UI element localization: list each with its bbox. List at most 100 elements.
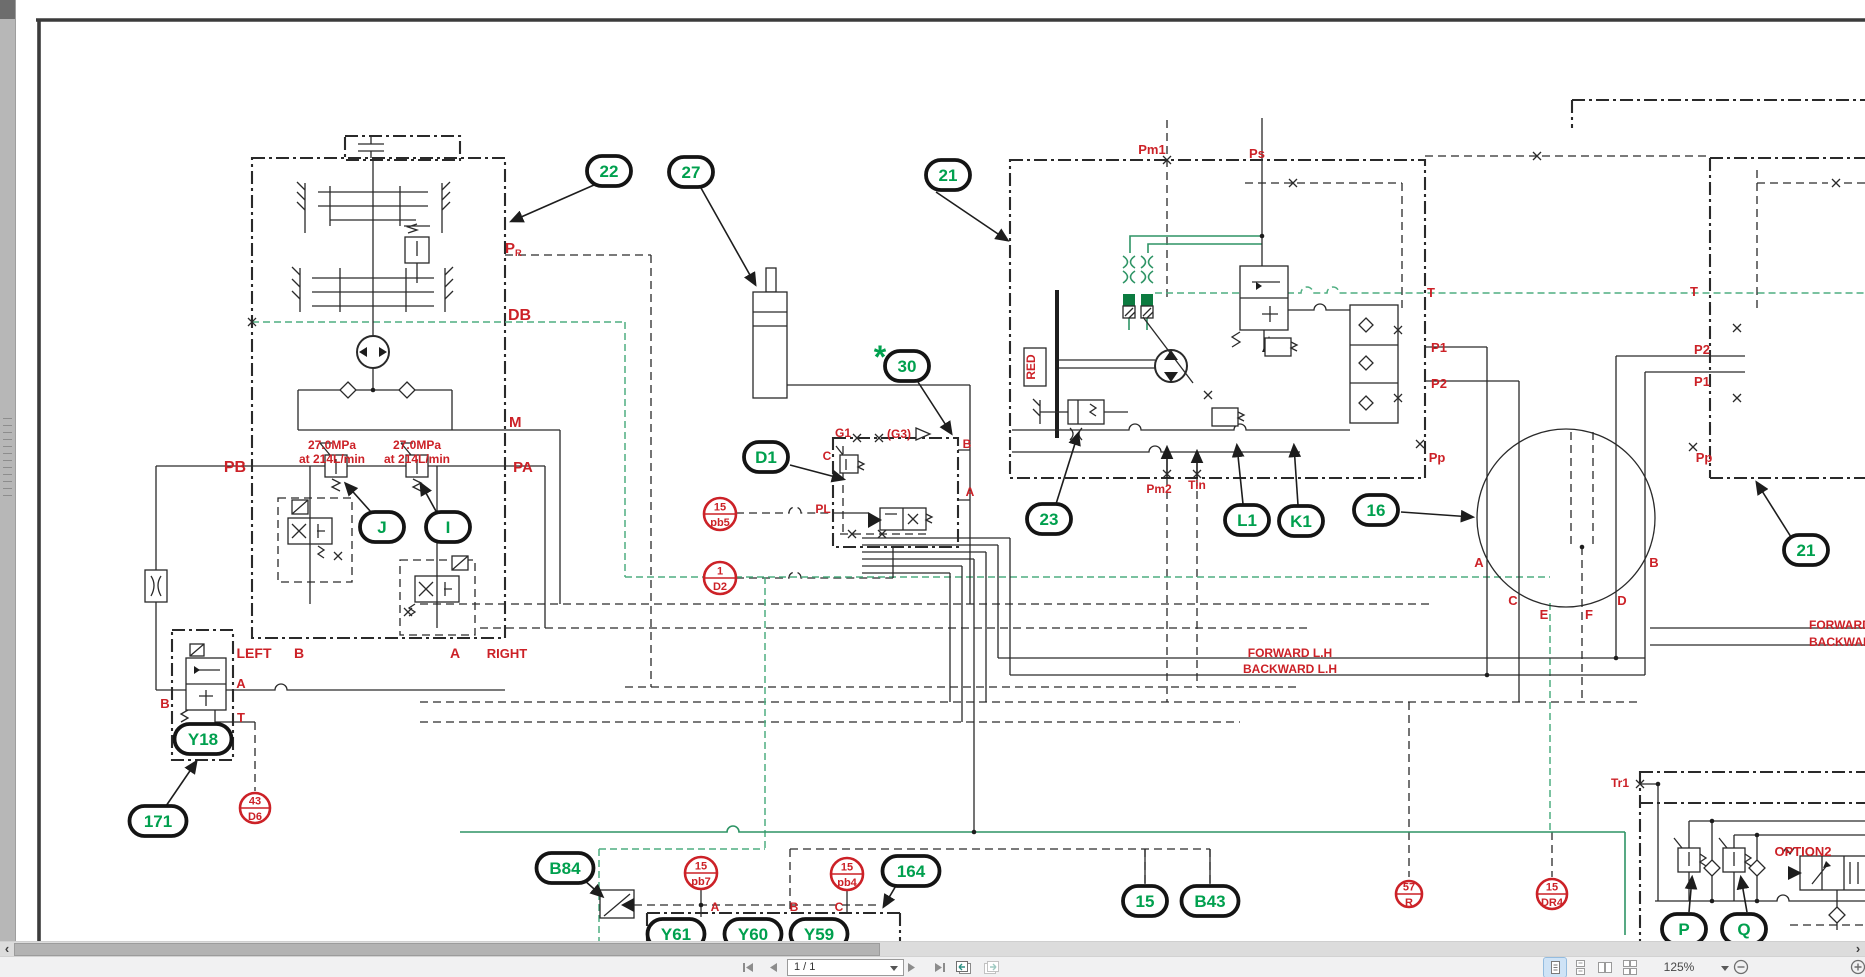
green-lines (252, 235, 1865, 941)
svg-text:23: 23 (1040, 510, 1059, 529)
svg-text:57: 57 (1403, 882, 1415, 894)
schematic-label: 27.0MPa (308, 438, 356, 452)
green-callout-B84: B84 (534, 851, 596, 885)
schematic-label: A (236, 676, 246, 691)
next-page-icon (908, 962, 915, 972)
green-callout-K1: K1 (1277, 504, 1325, 538)
green-callout-22: 22 (585, 154, 633, 188)
schematic-label: RIGHT (487, 646, 528, 661)
zoom-in-button[interactable] (1849, 959, 1865, 975)
schematic-label: T (1427, 285, 1435, 300)
svg-text:D6: D6 (248, 811, 262, 823)
schematic-label: RED (1024, 354, 1038, 380)
horizontal-scrollbar-thumb[interactable] (14, 943, 880, 956)
cylinder-symbol (752, 267, 970, 399)
svg-text:L1: L1 (1237, 511, 1257, 530)
pilot-valve-manifold (599, 849, 1211, 919)
schematic-label: Pp (1696, 450, 1713, 465)
schematic-label: A (711, 900, 720, 914)
scroll-right-icon[interactable]: › (1855, 941, 1861, 956)
schematic-label: FORWARD (1809, 618, 1865, 632)
schematic-label: Pp (1429, 450, 1446, 465)
page-number-input[interactable]: 1 / 1 (787, 959, 904, 976)
next-page-button[interactable] (903, 959, 921, 975)
schematic-label: T (1690, 284, 1698, 299)
pilot-lines (254, 120, 1865, 926)
zoom-dropdown-caret-icon[interactable] (1721, 966, 1729, 971)
schematic-label: OPTION2 (1774, 844, 1831, 859)
green-callout-164: 164 (880, 854, 942, 888)
leader-arrows (165, 184, 1792, 913)
schematic-label: at 214L/min (384, 452, 450, 466)
schematic-label: B (790, 900, 799, 914)
green-callout-Q: Q (1720, 912, 1768, 941)
last-page-button[interactable] (928, 959, 950, 975)
solenoid-coil (1123, 294, 1135, 306)
previous-view-button[interactable] (953, 959, 973, 975)
schematic-label: at 214L/min (299, 452, 365, 466)
schematic-label: BACKWARD L.H (1243, 662, 1337, 676)
svg-text:15: 15 (695, 861, 707, 873)
svg-text:B43: B43 (1194, 892, 1225, 911)
first-page-button[interactable] (737, 959, 759, 975)
zoom-out-button[interactable] (1732, 959, 1749, 975)
schematic-label: D (1617, 593, 1626, 608)
continuous-layout-button[interactable] (1569, 958, 1591, 977)
scroll-left-icon[interactable]: ‹ (4, 941, 10, 956)
green-callout-27: 27 (667, 155, 715, 189)
horizontal-scrollbar[interactable]: ‹ › (0, 941, 1865, 957)
previous-view-icon (955, 960, 971, 974)
schematic-label: E (1540, 607, 1549, 622)
facing-layout-button[interactable] (1594, 958, 1616, 977)
green-callout-Y18: Y18 (172, 722, 234, 756)
schematic-label: Tr1 (1611, 776, 1629, 790)
schematic-label: P1 (1431, 340, 1447, 355)
page-border (36, 18, 1865, 941)
schematic-label: A (1474, 555, 1484, 570)
svg-text:pb4: pb4 (837, 877, 857, 889)
schematic-label: A (450, 645, 460, 661)
schematic-label: B (294, 645, 304, 661)
green-callout-23: 23 (1025, 502, 1073, 536)
svg-text:Y61: Y61 (661, 925, 691, 941)
green-callout-21: 21 (1782, 533, 1830, 567)
green-callout-15: 15 (1121, 884, 1169, 918)
svg-text:16: 16 (1367, 501, 1386, 520)
schematic-label: M (509, 414, 522, 431)
facing-layout-icon (1598, 962, 1612, 973)
schematic-label: A (966, 485, 975, 499)
vertical-scrollbar[interactable] (0, 0, 16, 941)
previous-page-button[interactable] (764, 959, 782, 975)
schematic-label: C (823, 449, 832, 463)
panel-splitter-grip[interactable] (3, 418, 12, 498)
schematic-label: P1 (1694, 374, 1710, 389)
page-dropdown-caret-icon[interactable] (890, 966, 898, 971)
zoom-level-label[interactable]: 125% (1663, 960, 1695, 974)
svg-text:pb5: pb5 (710, 517, 730, 529)
facing-continuous-layout-button[interactable] (1619, 958, 1641, 977)
schematic-label: PA (513, 459, 533, 476)
schematic-label: B (1649, 555, 1658, 570)
continuous-layout-icon (1575, 960, 1585, 975)
svg-text:171: 171 (144, 812, 172, 831)
zoom-in-icon (1850, 959, 1865, 975)
vertical-scrollbar-thumb[interactable] (0, 0, 15, 19)
schematic-label: BACKWARD (1809, 635, 1865, 649)
green-callout-16: 16 (1352, 493, 1400, 527)
schematic-label: DB (508, 307, 531, 324)
svg-text:21: 21 (1797, 541, 1816, 560)
junction-dots (370, 233, 1760, 908)
svg-text:Y60: Y60 (738, 925, 768, 941)
previous-page-icon (770, 962, 777, 972)
schematic-label: Pm1 (1138, 142, 1165, 157)
svg-text:D2: D2 (713, 581, 727, 593)
single-page-layout-button[interactable] (1543, 957, 1567, 977)
schematic-label: F (1585, 607, 1593, 622)
svg-text:30: 30 (898, 357, 917, 376)
next-view-button[interactable] (981, 959, 1001, 975)
svg-text:DR4: DR4 (1541, 897, 1564, 909)
